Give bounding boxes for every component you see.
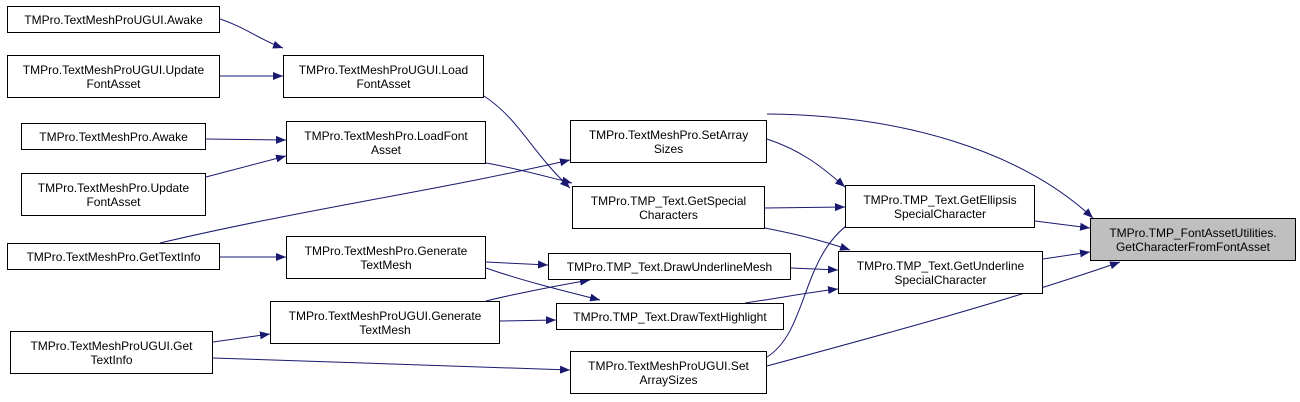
node-ugui-awake[interactable]: TMPro.TextMeshProUGUI.Awake [7, 6, 220, 33]
node-ugui-update-font-asset[interactable]: TMPro.TextMeshProUGUI.Update FontAsset [7, 55, 220, 98]
node-label: TMPro.TextMeshProUGUI.Get TextInfo [30, 338, 193, 367]
edge-tmp-get-text-info-to-tmp-set-array-sizes [159, 158, 571, 244]
node-label: TMPro.TMP_Text.GetEllipsis SpecialCharac… [863, 192, 1017, 221]
node-get-underline-special-character[interactable]: TMPro.TMP_Text.GetUnderline SpecialChara… [838, 251, 1043, 294]
node-label: TMPro.TMP_Text.GetSpecial Characters [590, 193, 747, 222]
node-label: TMPro.TextMeshPro.Awake [39, 129, 188, 144]
node-tmp-update-font-asset[interactable]: TMPro.TextMeshPro.Update FontAsset [21, 173, 206, 216]
node-label: TMPro.TextMeshPro.GetTextInfo [26, 249, 201, 264]
node-tmp-get-text-info[interactable]: TMPro.TextMeshPro.GetTextInfo [7, 243, 220, 270]
node-label: TMPro.TextMeshProUGUI.Load FontAsset [298, 62, 469, 91]
edge-draw-underline-to-underline [790, 265, 839, 274]
edge-tmp-generate-to-draw-highlight [485, 267, 601, 302]
node-get-character-from-font-asset[interactable]: TMPro.TMP_FontAssetUtilities. GetCharact… [1090, 218, 1296, 261]
node-ugui-set-array-sizes[interactable]: TMPro.TextMeshProUGUI.Set ArraySizes [570, 351, 767, 394]
edge-ugui-generate-to-draw-highlight [499, 316, 557, 325]
edge-tmp-awake-to-tmp-load [205, 135, 287, 144]
edge-ugui-get-text-info-to-ugui-generate [212, 331, 271, 343]
edge-ugui-generate-to-draw-underline [485, 277, 591, 302]
edge-tmp-update-to-tmp-load [205, 154, 287, 178]
edge-get-special-to-ellipsis [764, 203, 846, 212]
node-tmp-awake[interactable]: TMPro.TextMeshPro.Awake [21, 123, 206, 150]
node-label: TMPro.TMP_Text.DrawUnderlineMesh [566, 259, 773, 274]
node-ugui-load-font-asset[interactable]: TMPro.TextMeshProUGUI.Load FontAsset [283, 55, 484, 98]
node-label: TMPro.TMP_FontAssetUtilities. GetCharact… [1109, 225, 1277, 254]
edge-ugui-load-to-get-special [483, 95, 571, 189]
node-label: TMPro.TextMeshProUGUI.Generate TextMesh [288, 308, 482, 337]
node-tmp-load-font-asset[interactable]: TMPro.TextMeshPro.LoadFont Asset [286, 121, 486, 164]
node-label: TMPro.TextMeshPro.Update FontAsset [37, 180, 190, 209]
node-get-ellipsis-special-character[interactable]: TMPro.TMP_Text.GetEllipsis SpecialCharac… [845, 185, 1035, 228]
node-ugui-get-text-info[interactable]: TMPro.TextMeshProUGUI.Get TextInfo [10, 331, 213, 374]
edge-tmp-generate-to-draw-underline [485, 260, 549, 269]
node-get-special-characters[interactable]: TMPro.TMP_Text.GetSpecial Characters [572, 186, 765, 229]
edge-get-special-to-underline [764, 227, 851, 251]
edge-tmp-load-to-get-special [485, 162, 573, 185]
node-label: TMPro.TMP_Text.GetUnderline SpecialChara… [856, 258, 1025, 287]
edge-ugui-get-text-info-to-ugui-set-array-sizes [212, 357, 571, 374]
node-ugui-generate-text-mesh[interactable]: TMPro.TextMeshProUGUI.Generate TextMesh [270, 301, 500, 344]
edge-ugui-set-array-sizes-to-target [766, 261, 1121, 367]
edge-ellipsis-to-target [1034, 220, 1091, 231]
edge-draw-highlight-to-underline [744, 286, 839, 304]
node-label: TMPro.TextMeshPro.LoadFont Asset [304, 128, 468, 157]
node-label: TMPro.TextMeshProUGUI.Update FontAsset [22, 62, 205, 91]
node-label: TMPro.TMP_Text.DrawTextHighlight [573, 309, 767, 324]
edge-underline-to-target [1042, 249, 1091, 260]
node-label: TMPro.TextMeshProUGUI.Set ArraySizes [588, 358, 749, 387]
node-tmp-set-array-sizes[interactable]: TMPro.TextMeshPro.SetArray Sizes [570, 120, 767, 163]
edge-ugui-set-array-sizes-to-ellipsis [766, 217, 859, 358]
node-label: TMPro.TextMeshProUGUI.Awake [24, 12, 203, 27]
node-draw-underline-mesh[interactable]: TMPro.TMP_Text.DrawUnderlineMesh [548, 253, 791, 280]
node-label: TMPro.TextMeshPro.SetArray Sizes [588, 127, 749, 156]
edge-tmp-set-array-sizes-to-target [766, 113, 1094, 219]
node-label: TMPro.TextMeshPro.Generate TextMesh [304, 243, 468, 272]
edge-tmp-set-array-sizes-to-ellipsis [766, 138, 846, 188]
node-draw-text-highlight[interactable]: TMPro.TMP_Text.DrawTextHighlight [556, 303, 784, 330]
node-tmp-generate-text-mesh[interactable]: TMPro.TextMeshPro.Generate TextMesh [286, 236, 486, 279]
edge-ugui-awake-to-ugui-load [219, 18, 284, 49]
